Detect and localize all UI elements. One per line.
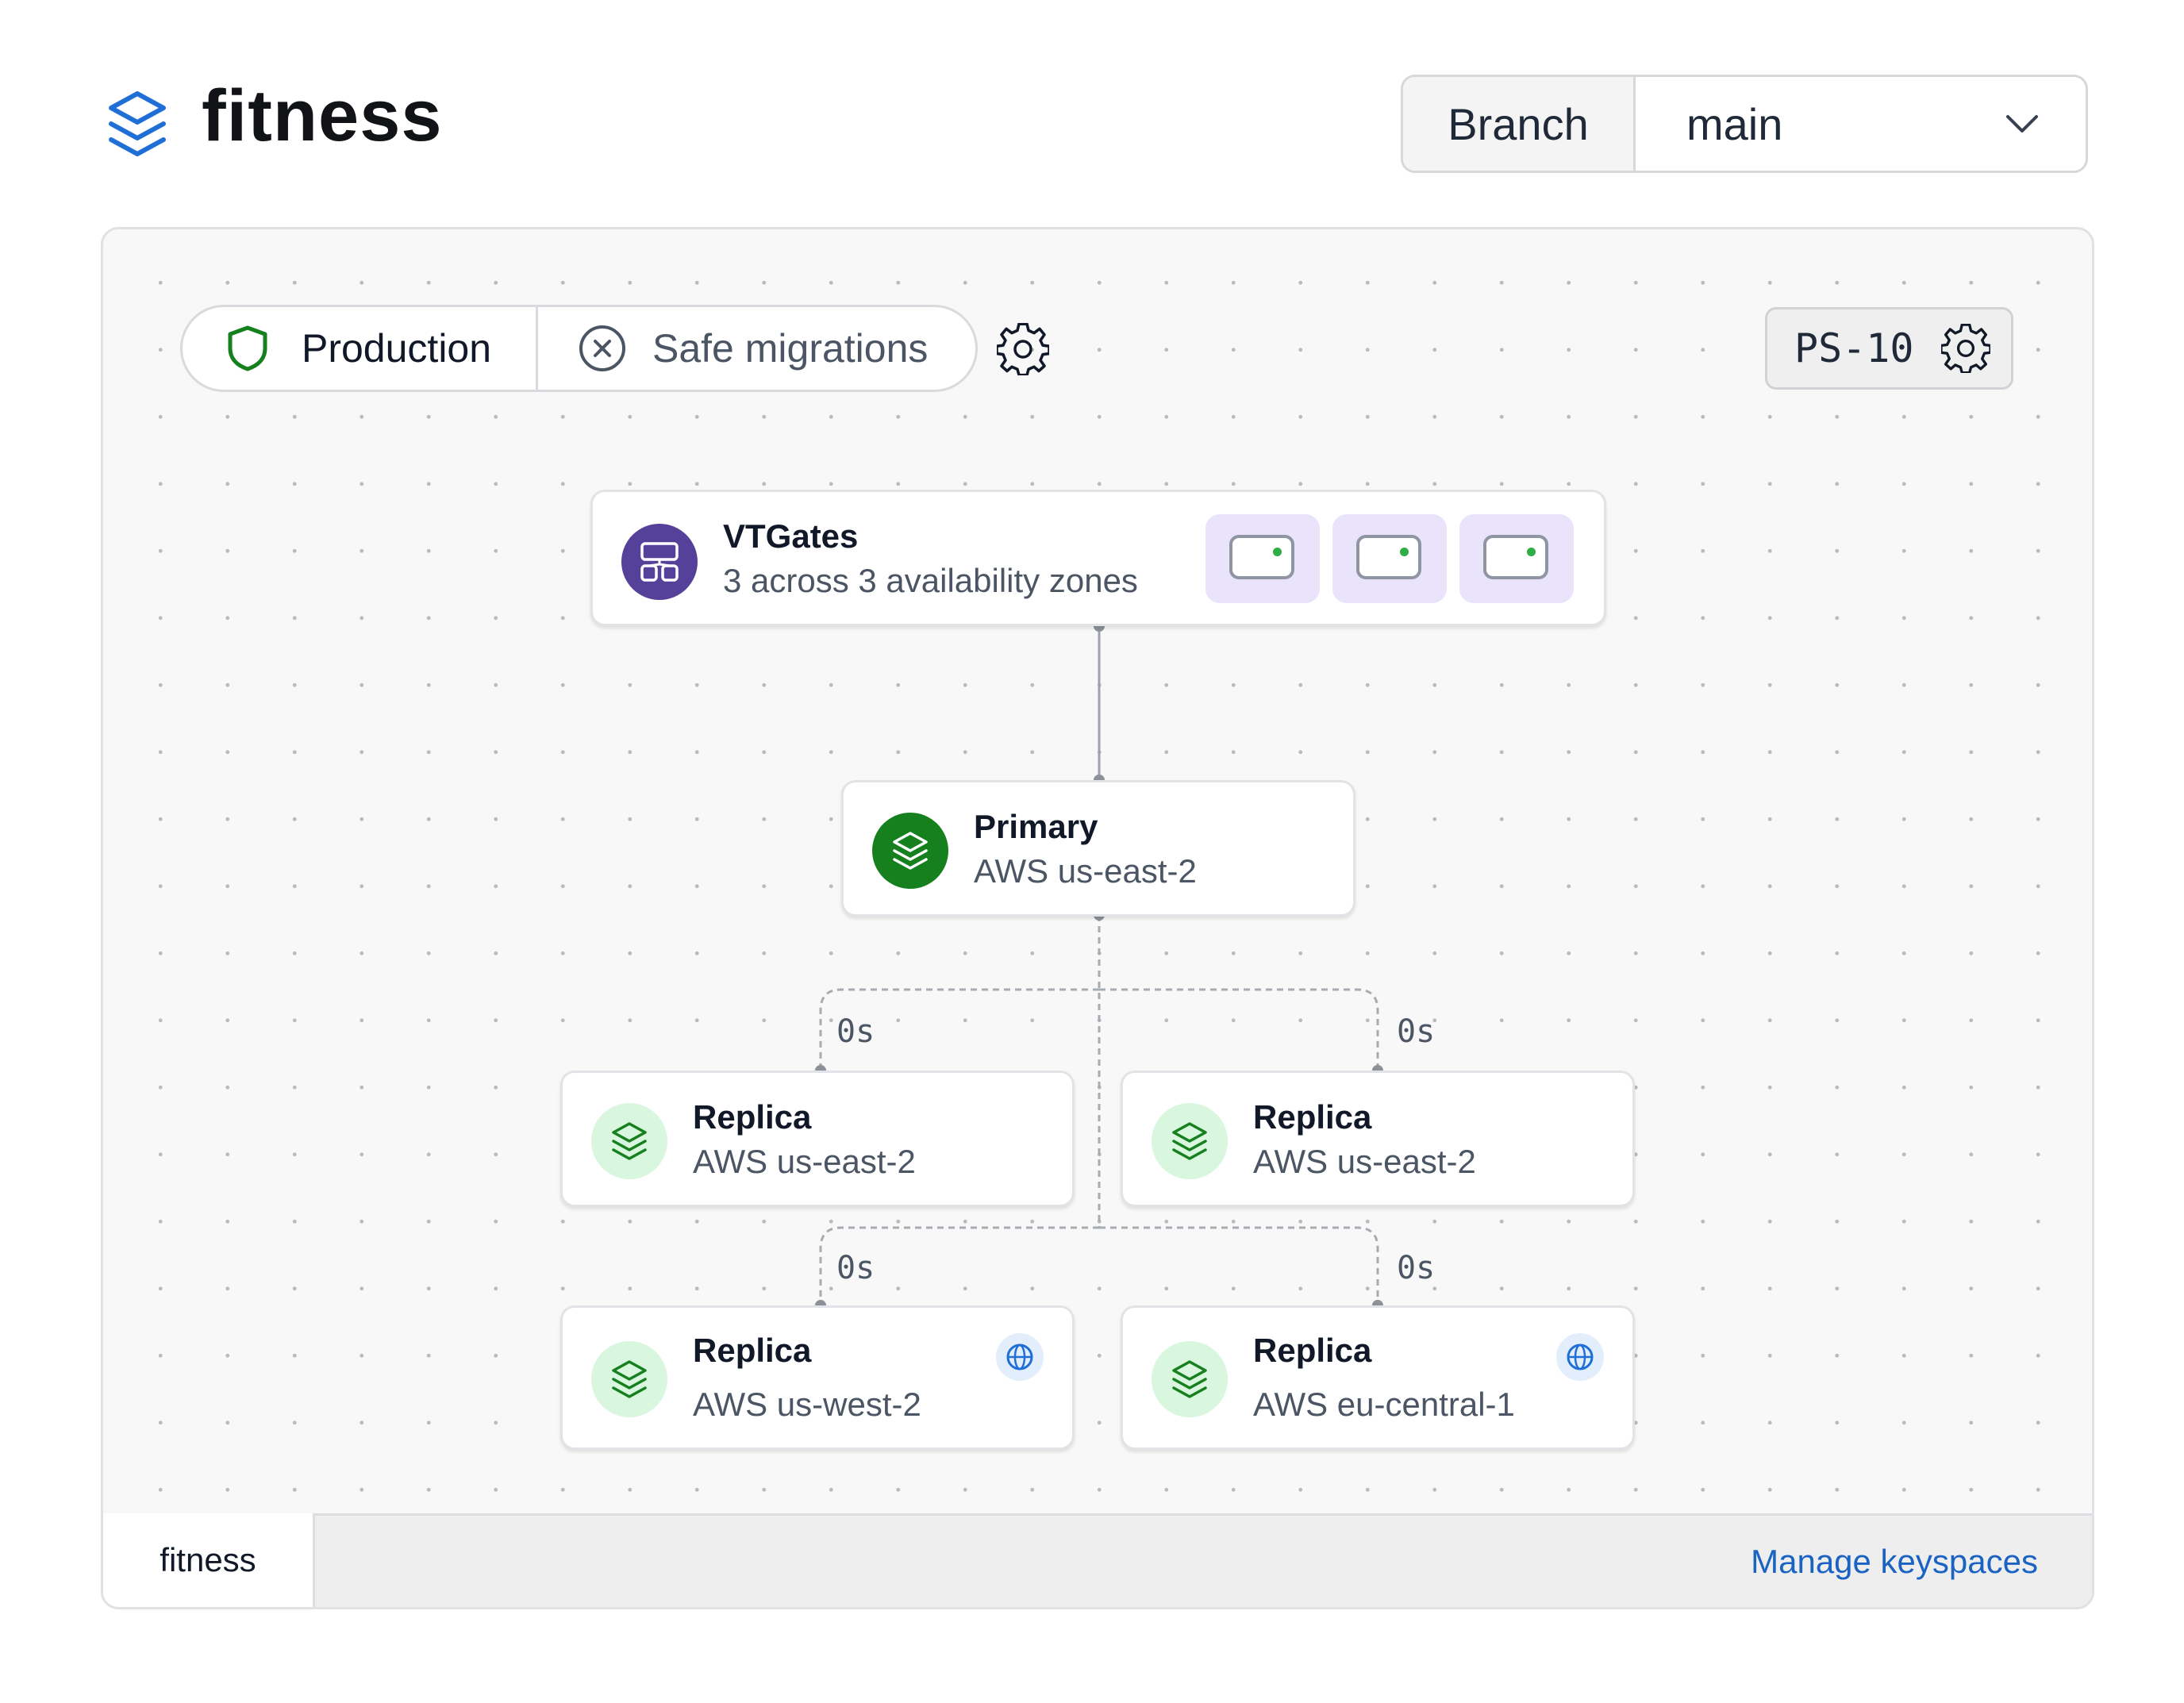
vtgate-zone-chip[interactable] xyxy=(1332,514,1447,603)
production-toggle[interactable]: Production xyxy=(183,307,538,390)
globe-icon xyxy=(996,1333,1044,1381)
layers-icon xyxy=(1152,1103,1228,1179)
branch-label: Branch xyxy=(1403,77,1636,171)
status-dot-icon xyxy=(1527,548,1536,556)
vtgate-icon xyxy=(621,524,698,600)
manage-keyspaces-link[interactable]: Manage keyspaces xyxy=(1751,1543,2038,1580)
replica-node[interactable]: Replica AWS eu-central-1 xyxy=(1121,1305,1635,1450)
replica-subtitle: AWS us-west-2 xyxy=(693,1386,921,1423)
replica-lag: 0s xyxy=(1397,1250,1436,1286)
vtgates-node[interactable]: VTGates 3 across 3 availability zones xyxy=(590,490,1606,626)
vtgate-zone-chip[interactable] xyxy=(1205,514,1320,603)
replica-title: Replica xyxy=(693,1098,812,1136)
replica-title: Replica xyxy=(1253,1332,1372,1369)
globe-icon xyxy=(1556,1333,1604,1381)
vtgates-subtitle: 3 across 3 availability zones xyxy=(723,562,1138,599)
layers-icon xyxy=(872,813,948,889)
replica-lag: 0s xyxy=(836,1013,875,1050)
replica-node[interactable]: Replica AWS us-east-2 xyxy=(1121,1071,1635,1207)
keyspace-footer: fitness Manage keyspaces xyxy=(103,1513,2092,1607)
layers-icon xyxy=(591,1103,667,1179)
replica-title: Replica xyxy=(693,1332,812,1369)
keyspace-tab[interactable]: fitness xyxy=(103,1513,313,1607)
gear-icon xyxy=(1940,324,1990,373)
branch-dropdown[interactable]: main xyxy=(1636,77,2086,171)
server-icon xyxy=(1229,535,1294,579)
layers-icon xyxy=(591,1341,667,1417)
shield-icon xyxy=(228,325,267,371)
primary-node[interactable]: Primary AWS us-east-2 xyxy=(841,780,1355,917)
database-title: fitness xyxy=(202,75,443,156)
layers-icon xyxy=(1152,1341,1228,1417)
safe-migrations-toggle[interactable]: Safe migrations xyxy=(538,307,975,390)
topology-connectors xyxy=(815,621,1383,1311)
chevron-down-icon xyxy=(2006,115,2038,133)
replica-node[interactable]: Replica AWS us-east-2 xyxy=(560,1071,1075,1207)
production-label: Production xyxy=(302,326,492,371)
branch-value: main xyxy=(1686,98,1783,149)
primary-title: Primary xyxy=(974,808,1098,845)
replica-subtitle: AWS us-east-2 xyxy=(1253,1143,1476,1180)
vtgate-zone-chip[interactable] xyxy=(1459,514,1574,603)
cluster-size-button[interactable]: PS-10 xyxy=(1765,307,2013,390)
replica-subtitle: AWS eu-central-1 xyxy=(1253,1386,1515,1423)
replica-node[interactable]: Replica AWS us-west-2 xyxy=(560,1305,1075,1450)
primary-subtitle: AWS us-east-2 xyxy=(974,852,1197,890)
server-icon xyxy=(1356,535,1421,579)
branch-selector[interactable]: Branch main xyxy=(1401,75,2088,173)
server-icon xyxy=(1483,535,1548,579)
x-circle-icon xyxy=(579,325,625,371)
vtgates-title: VTGates xyxy=(723,517,859,555)
replica-lag: 0s xyxy=(1397,1013,1436,1050)
topology-canvas: Production Safe migrations PS-10 xyxy=(101,227,2094,1609)
footer-bar: Manage keyspaces xyxy=(313,1513,2092,1607)
replica-title: Replica xyxy=(1253,1098,1372,1136)
gear-icon[interactable] xyxy=(997,323,1049,375)
status-dot-icon xyxy=(1273,548,1282,556)
safe-migrations-label: Safe migrations xyxy=(652,326,929,371)
cluster-size-label: PS-10 xyxy=(1794,325,1914,371)
status-dot-icon xyxy=(1400,548,1409,556)
branch-status-pill: Production Safe migrations xyxy=(180,305,978,392)
replica-subtitle: AWS us-east-2 xyxy=(693,1143,916,1180)
layers-logo-icon xyxy=(109,91,166,156)
replica-lag: 0s xyxy=(836,1250,875,1286)
